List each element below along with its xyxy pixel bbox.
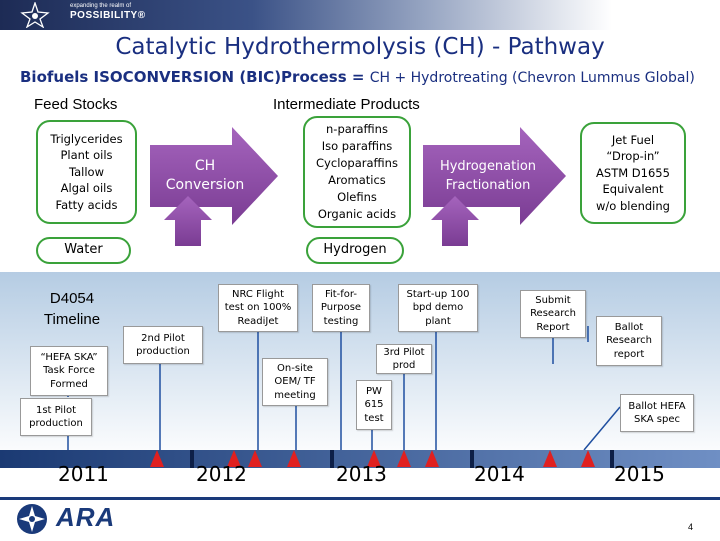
year-label: 2012: [196, 462, 247, 486]
milestone-marker: [287, 450, 301, 467]
star-logo-icon: [18, 0, 52, 29]
water-up-arrow: [164, 196, 212, 246]
ch-conversion-label: CH Conversion: [165, 158, 245, 193]
ara-logo-text: ARA: [56, 502, 116, 532]
event-nrc-flight: NRC Flight test on 100% ReadiJet: [218, 284, 298, 332]
milestone-marker: [150, 450, 164, 467]
section-intermediate-products: Intermediate Products: [273, 96, 420, 113]
water-box: Water: [36, 237, 131, 264]
feed-stocks-box: Triglycerides Plant oils Tallow Algal oi…: [36, 120, 137, 224]
year-label: 2014: [474, 462, 525, 486]
timeline-axis: [0, 450, 720, 468]
section-feed-stocks: Feed Stocks: [34, 96, 118, 113]
timeline-graphics: [0, 326, 720, 468]
year-label: 2011: [58, 462, 109, 486]
event-hefa-ska: “HEFA SKA” Task Force Formed: [30, 346, 108, 396]
event-onsite-meeting: On-site OEM/ TF meeting: [262, 358, 328, 406]
year-divider-2014: [470, 450, 474, 468]
hydrogen-box: Hydrogen: [306, 237, 404, 264]
event-pilot-1: 1st Pilot production: [20, 398, 92, 436]
hydrogen-up-arrow: [431, 196, 479, 246]
event-submit-report: Submit Research Report: [520, 290, 586, 338]
year-label: 2015: [614, 462, 665, 486]
jet-fuel-box: Jet Fuel “Drop-in” ASTM D1655 Equivalent…: [580, 122, 686, 224]
process-arrows: [150, 127, 566, 246]
year-divider-2013: [330, 450, 334, 468]
ch-conversion-arrow: [150, 127, 278, 225]
page-subtitle: Biofuels ISOCONVERSION (BIC)Process = CH…: [20, 68, 695, 86]
milestone-marker: [581, 450, 595, 467]
milestone-marker: [425, 450, 439, 467]
timeline-label: D4054 Timeline: [43, 290, 101, 328]
event-fit-for-purpose: Fit-for- Purpose testing: [312, 284, 370, 332]
page-number: 4: [688, 522, 694, 532]
hydrogenation-label: Hydrogenation Fractionation: [439, 159, 537, 193]
event-pilot-3: 3rd Pilot prod: [376, 344, 432, 374]
header-banner: [0, 0, 720, 30]
intermediate-products-box: n-paraffins Iso paraffins Cycloparaffins…: [303, 116, 411, 228]
brand-tagline: expanding the realm of POSSIBILITY®: [70, 3, 146, 21]
event-pw-615: PW 615 test: [356, 380, 392, 430]
year-divider-2015: [610, 450, 614, 468]
connector-ballot-hefa: [583, 406, 621, 451]
page-title: Catalytic Hydrothermolysis (CH) - Pathwa…: [115, 34, 605, 60]
event-ballot-report: Ballot Research report: [596, 316, 662, 366]
year-label: 2013: [336, 462, 387, 486]
milestone-marker: [248, 450, 262, 467]
milestone-marker: [367, 450, 381, 467]
milestone-marker: [227, 450, 241, 467]
footer-line: [0, 497, 720, 500]
event-ballot-hefa: Ballot HEFA SKA spec: [620, 394, 694, 432]
event-startup-demo: Start-up 100 bpd demo plant: [398, 284, 478, 332]
ara-emblem-icon: [14, 502, 50, 536]
year-divider-2012: [190, 450, 194, 468]
event-pilot-2: 2nd Pilot production: [123, 326, 203, 364]
milestone-marker: [543, 450, 557, 467]
milestone-marker: [397, 450, 411, 467]
